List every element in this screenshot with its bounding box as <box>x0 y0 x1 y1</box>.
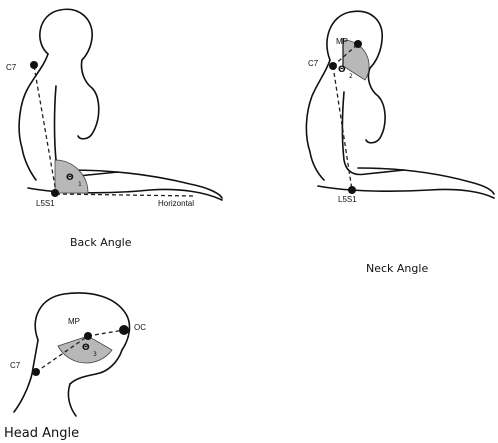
neck-c7-marker <box>329 62 337 70</box>
back-horizontal-line <box>56 194 195 196</box>
back-c7-marker <box>30 61 38 69</box>
back-angle-panel: C7 L5S1 Horizontal Θ 1 Back Angle <box>6 9 222 249</box>
head-angle-panel: MP OC C7 Θ 3 Head Angle <box>4 293 146 441</box>
back-figure-outline <box>19 9 222 200</box>
neck-theta-symbol: Θ <box>338 65 346 75</box>
head-c7-marker <box>32 368 40 376</box>
back-theta-symbol: Θ <box>66 173 74 183</box>
back-l5s1-marker <box>51 189 59 197</box>
head-theta-symbol: Θ <box>82 343 90 353</box>
head-theta-subscript: 3 <box>93 351 97 358</box>
neck-l5s1-marker <box>348 186 356 194</box>
neck-angle-caption: Neck Angle <box>366 262 428 275</box>
back-theta-subscript: 1 <box>78 181 82 188</box>
head-oc-marker <box>119 325 129 335</box>
neck-l5s1-label: L5S1 <box>338 195 357 204</box>
head-oc-label: OC <box>134 323 146 332</box>
head-mp-marker <box>84 332 92 340</box>
back-angle-caption: Back Angle <box>70 236 132 249</box>
neck-mp-marker <box>354 40 362 48</box>
back-horizontal-label: Horizontal <box>158 199 194 208</box>
back-c7-l5s1-line <box>34 66 56 192</box>
neck-c7-label: C7 <box>308 59 319 68</box>
neck-figure-outline <box>306 11 494 198</box>
head-mp-oc-line <box>88 330 124 336</box>
head-c7-label: C7 <box>10 361 21 370</box>
neck-mp-label: MP <box>336 37 348 46</box>
neck-theta-subscript: 2 <box>349 73 353 80</box>
head-mp-label: MP <box>68 317 80 326</box>
neck-angle-panel: C7 MP L5S1 Θ 2 Neck Angle <box>306 11 494 275</box>
head-angle-caption: Head Angle <box>4 426 79 441</box>
back-c7-label: C7 <box>6 63 17 72</box>
back-l5s1-label: L5S1 <box>36 199 55 208</box>
